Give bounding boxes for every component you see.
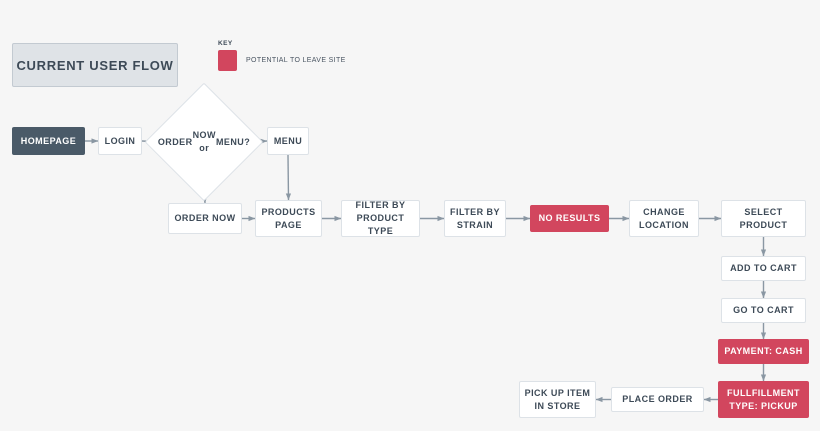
legend-heading: KEY [218, 40, 233, 47]
flow-node-label: HOMEPAGE [20, 135, 77, 146]
flow-node-order-now[interactable]: ORDER NOW [168, 203, 242, 234]
flow-node-payment[interactable]: PAYMENT: CASH [718, 339, 809, 364]
page-title-label: CURRENT USER FLOW [16, 57, 174, 73]
flow-node-login[interactable]: LOGIN [98, 127, 142, 155]
flow-node-label: ADD TO CART [730, 263, 797, 273]
flow-node-label: PLACE ORDER [622, 394, 693, 404]
flow-node-label: ORDER NOW [174, 213, 236, 223]
flow-node-label: NO RESULTS [538, 213, 601, 223]
legend-entry-label: POTENTIAL TO LEAVE SITE [246, 57, 346, 64]
legend-entry: POTENTIAL TO LEAVE SITE [218, 50, 346, 71]
legend-swatch-icon [218, 50, 237, 71]
flow-node-place-order[interactable]: PLACE ORDER [611, 387, 704, 412]
flow-node-no-results[interactable]: NO RESULTS [530, 205, 609, 232]
flow-node-label: PAYMENT: CASH [724, 346, 803, 356]
page-title: CURRENT USER FLOW [12, 43, 178, 87]
connector-menu-to-products [285, 154, 292, 201]
flow-node-menu[interactable]: MENU [267, 127, 309, 155]
legend: KEY POTENTIAL TO LEAVE SITE [218, 40, 346, 71]
flow-node-go-cart[interactable]: GO TO CART [721, 298, 806, 323]
flow-node-homepage[interactable]: HOMEPAGE [12, 127, 85, 155]
flow-node-add-cart[interactable]: ADD TO CART [721, 256, 806, 281]
flow-node-label: LOGIN [104, 135, 136, 146]
flow-node-label: MENU [273, 135, 303, 146]
flow-node-label: GO TO CART [733, 305, 794, 315]
